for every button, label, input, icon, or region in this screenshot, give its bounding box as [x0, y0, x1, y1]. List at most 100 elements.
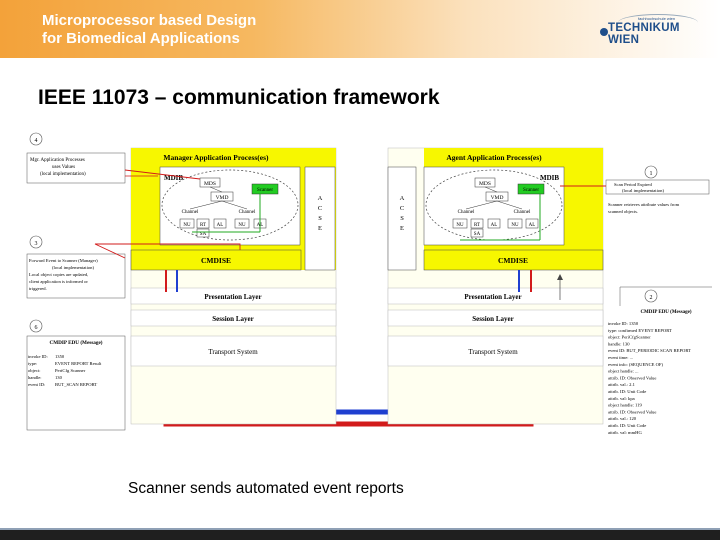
note-6-key-5: event ID:: [28, 382, 45, 387]
manager-acse-e: E: [318, 225, 322, 232]
note-4-line2: uses Values: [52, 165, 75, 170]
technikum-wien-logo: fachhochschule wien TECHNIKUM WIEN: [600, 14, 710, 48]
manager-nu-2: NU: [238, 223, 246, 228]
note-4-line3: (local implementation): [40, 172, 86, 177]
note-1-line1: Scan Period Expired: [614, 182, 652, 187]
footer-line: [0, 528, 720, 530]
note-2-row: attrib. ID: Unit Code: [608, 389, 646, 394]
manager-rt: RT: [200, 223, 206, 228]
agent-acse-c: C: [400, 205, 404, 212]
logo-dot-icon: [600, 28, 608, 36]
note-2-row: invoke ID: 1350: [608, 321, 639, 326]
note-3-line5: triggered.: [29, 286, 47, 291]
manager-cmdise: CMDISE: [201, 256, 231, 265]
agent-scanner: Scanner: [523, 188, 539, 193]
logo-text: TECHNIKUM WIEN: [608, 22, 680, 46]
note-2-row: attrib. val.: 2.1: [608, 382, 636, 387]
note-2-row: attrib. val: mmHG: [608, 430, 642, 435]
note-1-line4: scanned objects.: [608, 209, 638, 214]
agent-al-2: AL: [529, 223, 536, 228]
agent-acse-a: A: [400, 195, 405, 202]
footer-bar: [0, 530, 720, 540]
note-6-val-1: 1350: [55, 354, 65, 359]
manager-sa: SA: [200, 232, 207, 237]
agent-stack: Agent Application Process(es) A C S E MD…: [387, 147, 604, 425]
note-4-number: 4: [35, 138, 38, 144]
note-2-row: object handle: ...: [608, 369, 639, 374]
agent-mdib-label: MDIB: [540, 174, 559, 182]
note-3-line4: client application is informed or: [29, 279, 88, 284]
note-3-line1: Forward Event to Scanner (Manager): [29, 258, 98, 263]
note-3-line2: (local implementation): [52, 265, 94, 270]
agent-nu: NU: [456, 223, 464, 228]
slide-title: IEEE 11073 – communication framework: [38, 86, 440, 109]
manager-session-layer: Session Layer: [212, 315, 253, 323]
note-6-val-5: BUT_SCAN REPORT: [55, 382, 97, 387]
logo-subtitle: fachhochschule wien: [638, 16, 676, 21]
agent-acse-e: E: [400, 225, 404, 232]
agent-session-layer: Session Layer: [472, 315, 513, 323]
agent-channel-2: Channel: [514, 210, 531, 215]
note-2-row: attrib. val: kpa: [608, 396, 635, 401]
manager-al-1: AL: [217, 223, 224, 228]
agent-nu-2: NU: [511, 223, 519, 228]
course-title-line2: for Biomedical Applications: [42, 30, 240, 47]
agent-channel-1: Channel: [458, 210, 475, 215]
note-2-row: object: PeriCfgScanner: [608, 335, 651, 340]
note-3-number: 3: [35, 241, 38, 247]
note-2-row: attrib. ID: Unit Code: [608, 423, 646, 428]
note-4-line1: Mgr. Application Processes: [30, 158, 85, 163]
agent-al-1: AL: [491, 223, 498, 228]
manager-scanner: Scanner: [257, 188, 273, 193]
course-title-line1: Microprocessor based Design: [42, 12, 257, 29]
note-2-row: attrib. val.: 120: [608, 416, 637, 421]
note-2-row: object handle: 119: [608, 403, 642, 408]
manager-transport-system: Transport System: [208, 348, 258, 356]
right-notes: 1 Scan Period Expired (local implementat…: [560, 165, 712, 435]
note-6-number: 6: [35, 325, 38, 331]
manager-acse-a: A: [318, 195, 323, 202]
note-6-key-1: invoke ID:: [28, 354, 48, 359]
note-6-key-2: type:: [28, 361, 37, 366]
header-banner: Microprocessor based Design for Biomedic…: [0, 0, 720, 58]
manager-nu: NU: [183, 223, 191, 228]
note-1-line3: Scanner retrieves attribute values from: [608, 202, 680, 207]
note-2-row: event info: (SEQUENCE OF): [608, 362, 663, 367]
agent-presentation-layer: Presentation Layer: [464, 293, 521, 301]
note-6-title: CMDIP EDU (Message): [49, 339, 102, 346]
manager-presentation-layer: Presentation Layer: [204, 293, 261, 301]
note-2-number: 2: [650, 295, 653, 301]
note-1-line2: (local implementation): [622, 188, 664, 193]
slide-caption: Scanner sends automated event reports: [128, 480, 404, 497]
note-6-key-4: handle:: [28, 375, 42, 380]
manager-mds: MDS: [204, 181, 216, 187]
note-6-val-3: PeriCfg Scanner: [55, 368, 86, 373]
note-2-row: event ID: BUT_PERIODIC SCAN REPORT: [608, 348, 691, 353]
note-2-row: event time: ...: [608, 355, 633, 360]
note-2-row: attrib. ID: Observed Value: [608, 375, 656, 380]
manager-vmd: VMD: [216, 195, 229, 201]
agent-acse-s: S: [400, 215, 404, 222]
agent-mds: MDS: [479, 181, 491, 187]
manager-acse-s: S: [318, 215, 322, 222]
note-1-number: 1: [650, 171, 653, 177]
agent-cmdise: CMDISE: [498, 256, 528, 265]
note-2-title: CMDIP EDU (Message): [640, 310, 691, 315]
manager-channel-2: Channel: [239, 210, 256, 215]
note-2-row: type: confirmed EVENT REPORT: [608, 328, 672, 333]
course-title: Microprocessor based Design for Biomedic…: [42, 12, 256, 48]
note-2-row: handle: 130: [608, 341, 630, 346]
manager-title: Manager Application Process(es): [163, 153, 269, 162]
agent-transport-system: Transport System: [468, 348, 518, 356]
manager-mdib-label: MDIB: [164, 174, 183, 182]
manager-stack: Manager Application Process(es) MDIB MDS…: [130, 147, 337, 425]
logo-arc: [618, 14, 698, 31]
agent-rt: RT: [474, 223, 480, 228]
agent-title: Agent Application Process(es): [446, 153, 542, 162]
note-2-row: attrib. ID: Observed Value: [608, 409, 656, 414]
manager-acse-c: C: [318, 205, 322, 212]
left-notes: 4 Mgr. Application Processes uses Values…: [26, 132, 241, 431]
note-6-key-3: object:: [28, 368, 41, 373]
note-2-rows: invoke ID: 1350 type: confirmed EVENT REP…: [608, 321, 691, 435]
